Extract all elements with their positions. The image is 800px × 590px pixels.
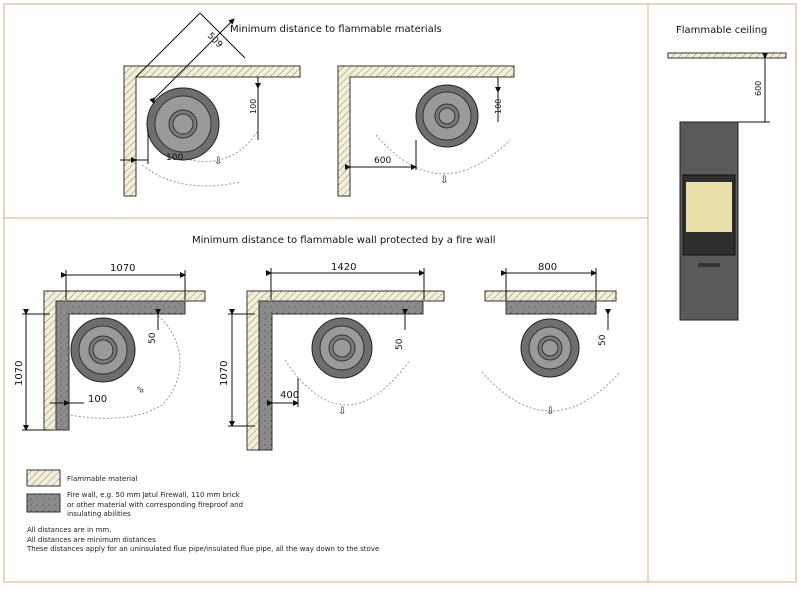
dim-50: 50 <box>148 332 158 344</box>
dim-800: 800 <box>538 262 557 273</box>
dim-1070-vertical: 1070 <box>14 361 25 386</box>
bottom-flat-diagram: 800 50 ⇩ <box>481 262 621 417</box>
dim-100-bottom: 100 <box>88 394 107 405</box>
arrow-down-icon-2: ⇩ <box>440 175 448 186</box>
dim-100-horizontal: 100 <box>166 153 183 163</box>
dim-1420: 1420 <box>331 262 356 273</box>
ceiling-diagram: 600 <box>667 52 787 321</box>
dim-1070-vertical-2: 1070 <box>219 361 230 386</box>
stove-front-view <box>679 121 739 321</box>
stove-top-view <box>146 87 220 161</box>
dim-600-ceiling: 600 <box>754 81 763 96</box>
legend-flammable-label: Flammable material <box>67 475 138 483</box>
arrow-down-icon: ⇩ <box>214 156 222 167</box>
note-line2: All distances are minimum distances <box>27 535 156 544</box>
legend-swatch-flammable <box>26 469 61 487</box>
notes: All distances are in mm. All distances a… <box>27 526 379 555</box>
dim-1070-horizontal: 1070 <box>110 263 135 274</box>
bottom-corner-diagram: 1070 1070 50 100 ⇩ <box>14 263 206 431</box>
dim-100-vertical: 100 <box>249 99 258 114</box>
stove-top-view-2 <box>415 84 479 148</box>
dim-400: 400 <box>280 390 299 401</box>
arrow-down-icon-4: ⇩ <box>546 406 554 417</box>
legend-firewall-label: Fire wall, e.g. 50 mm Jøtul Firewall, 11… <box>67 491 243 520</box>
dim-50-3: 50 <box>598 334 608 346</box>
note-line3: These distances apply for an uninsulated… <box>27 545 380 553</box>
dim-600: 600 <box>374 156 391 166</box>
title-top: Minimum distance to flammable materials <box>230 24 442 35</box>
stove-top-view-3 <box>70 317 136 383</box>
top-corner-diagram: 509 100 100 ⇩ <box>120 12 301 197</box>
note-line1: All distances are in mm. <box>27 526 112 534</box>
legend-firewall-line3: insulating abilities <box>67 510 131 518</box>
outer-frame <box>3 3 797 583</box>
stove-top-view-5 <box>520 318 580 378</box>
dim-50-2: 50 <box>395 338 405 350</box>
legend-firewall-line2: or other material with corresponding fir… <box>67 500 244 509</box>
dim-100-vertical-2: 100 <box>494 99 503 114</box>
arrow-diagonal-icon: ⇩ <box>134 383 148 397</box>
title-ceiling: Flammable ceiling <box>676 25 768 36</box>
title-bottom: Minimum distance to flammable wall prote… <box>192 235 496 246</box>
bottom-wall-diagram: 1420 1070 50 400 ⇩ <box>219 262 445 451</box>
arrow-down-icon-3: ⇩ <box>338 406 346 417</box>
top-wall-diagram: 100 600 ⇩ <box>337 65 515 197</box>
legend-swatch-firewall <box>26 493 61 513</box>
stove-top-view-4 <box>311 317 373 379</box>
legend-firewall-line1: Fire wall, e.g. 50 mm Jøtul Firewall, 11… <box>67 491 240 499</box>
